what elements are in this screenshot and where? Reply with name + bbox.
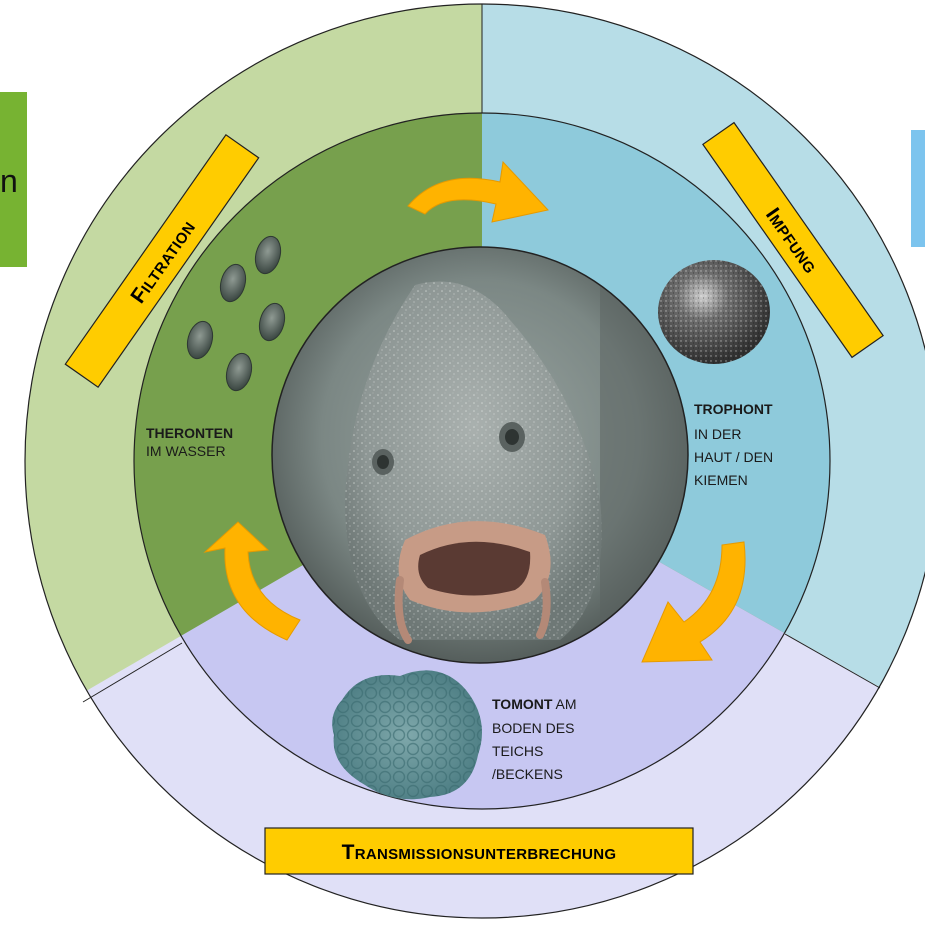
transmission-label: Transmissionsunterbrechung xyxy=(265,828,693,874)
left-side-tab-text: n xyxy=(0,163,18,199)
trophont-name: TROPHONT xyxy=(694,401,773,417)
trophont-line-1: IN DER xyxy=(694,426,741,442)
right-side-tab xyxy=(911,130,925,247)
svg-text:TOMONT AM: TOMONT AM xyxy=(492,696,577,712)
svg-text:THERONTEN: THERONTEN xyxy=(146,425,233,441)
tomont-line-1: BODEN DES xyxy=(492,720,574,736)
theront-name: THERONTEN xyxy=(146,425,233,441)
tomont-line-3: /BECKENS xyxy=(492,766,563,782)
trophont-line-2: HAUT / DEN xyxy=(694,449,773,465)
trophont-cell xyxy=(658,260,770,364)
theront-line-1: IM WASSER xyxy=(146,443,226,459)
tomont-line-2: TEICHS xyxy=(492,743,543,759)
transmission-label-text: Transmissionsunterbrechung xyxy=(342,841,617,864)
tomont-name-suffix: AM xyxy=(552,696,576,712)
trophont-line-3: KIEMEN xyxy=(694,472,748,488)
tomont-name: TOMONT xyxy=(492,696,553,712)
